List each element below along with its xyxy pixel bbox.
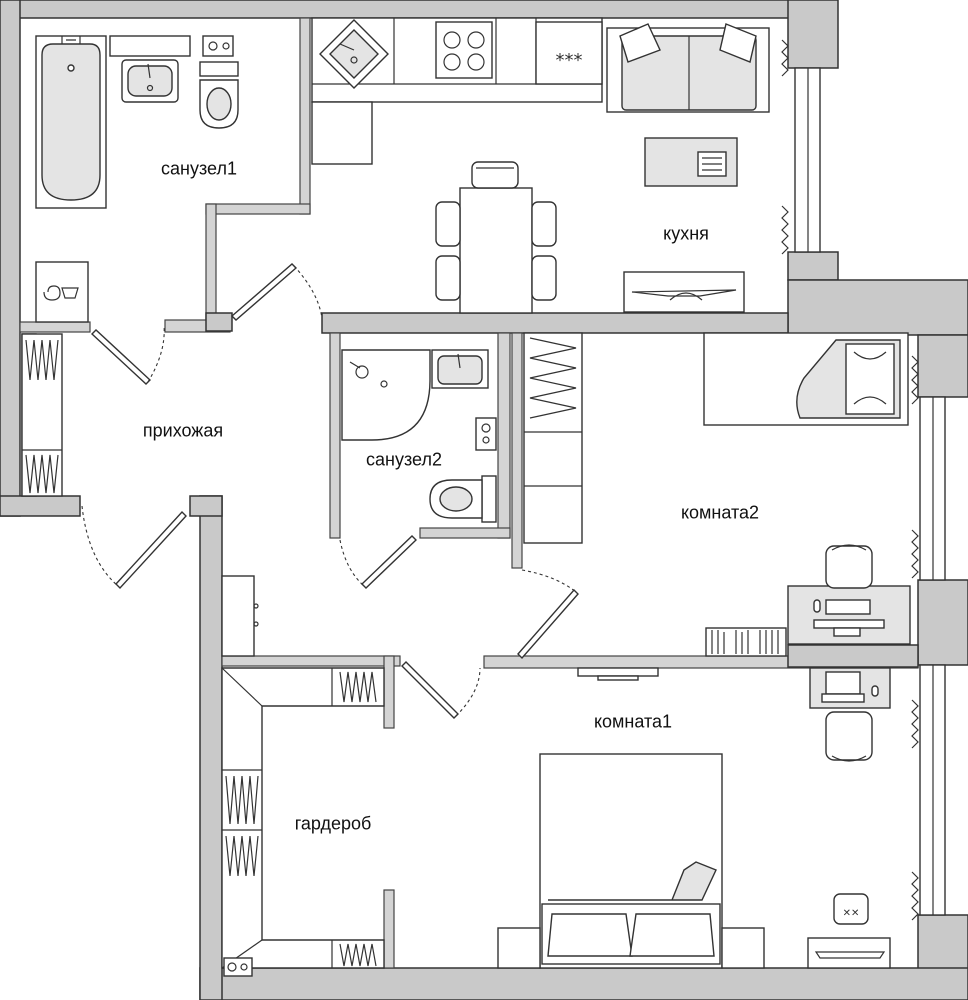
room-label-bathroom1: санузел1 xyxy=(161,158,237,179)
kitchen-sink xyxy=(319,19,389,89)
room-label-hallway: прихожая xyxy=(142,420,224,441)
shoe-cabinet xyxy=(21,333,63,497)
room-label-kitchen: кухня xyxy=(663,223,709,244)
shower xyxy=(341,349,431,441)
tv-stand xyxy=(623,271,745,313)
room1-tv xyxy=(577,667,659,681)
radiator-kitchen xyxy=(781,39,789,255)
bathroom1-toilet xyxy=(199,61,239,129)
room1-bed xyxy=(497,753,765,969)
room2-desk xyxy=(787,544,911,645)
room2-bookshelf xyxy=(705,627,787,657)
bathroom2-toilet xyxy=(429,417,497,523)
room2-wardrobe xyxy=(523,332,583,544)
room2-bed xyxy=(703,332,909,426)
radiator-room1 xyxy=(911,699,919,921)
room1-desk xyxy=(809,667,891,762)
washing-machine xyxy=(35,261,89,323)
room-label-room2: комната2 xyxy=(680,502,760,523)
radiator-room2 xyxy=(911,355,919,579)
room-label-room1: комната1 xyxy=(593,711,673,732)
svg-text:✕✕: ✕✕ xyxy=(843,908,860,919)
snowflake-icon: *** xyxy=(556,50,583,71)
room-label-bathroom2: санузел2 xyxy=(366,449,442,470)
room1-ceiling-light: ✕✕ xyxy=(833,893,869,925)
room1-dresser xyxy=(807,937,891,969)
doors xyxy=(81,263,579,719)
windows xyxy=(21,67,946,916)
interior-walls xyxy=(19,17,919,969)
bathroom2-sink xyxy=(431,349,489,389)
stove xyxy=(435,21,493,79)
bathroom1-sink xyxy=(109,35,234,103)
coffee-table xyxy=(644,137,738,187)
hallway-cabinet xyxy=(221,575,259,657)
room-label-wardrobe: гардероб xyxy=(294,813,372,834)
wardrobe-shelves xyxy=(221,667,385,977)
sofa xyxy=(606,23,770,113)
dining-table xyxy=(435,161,557,314)
bathtub xyxy=(35,35,107,209)
fridge: *** xyxy=(535,21,603,85)
